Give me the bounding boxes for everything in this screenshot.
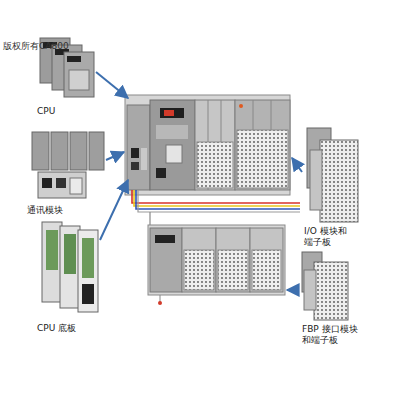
component-caption: CPU	[37, 106, 97, 117]
fbp-modules	[302, 252, 348, 320]
component-group: FBP 接口模块 和端子板	[300, 248, 375, 346]
component-group: I/O 模块和 端子板	[302, 120, 372, 248]
component-caption: 通讯模块	[27, 205, 97, 216]
communication-modules	[32, 132, 104, 198]
bus-cable	[132, 190, 300, 228]
component-caption: FBP 接口模块 和端子板	[302, 324, 362, 346]
io-modules	[307, 128, 358, 222]
component-group: 通讯模块	[25, 128, 110, 216]
component-caption: CPU 底板	[37, 323, 97, 334]
component-caption: I/O 模块和 端子板	[304, 226, 352, 248]
component-group: CPU 底板	[35, 212, 107, 334]
pointer-arrow	[96, 72, 302, 290]
cpu-bases	[42, 222, 98, 312]
main-rack	[125, 95, 290, 195]
remote-rack	[148, 225, 285, 305]
watermark: 版权所有CA800	[3, 41, 69, 52]
